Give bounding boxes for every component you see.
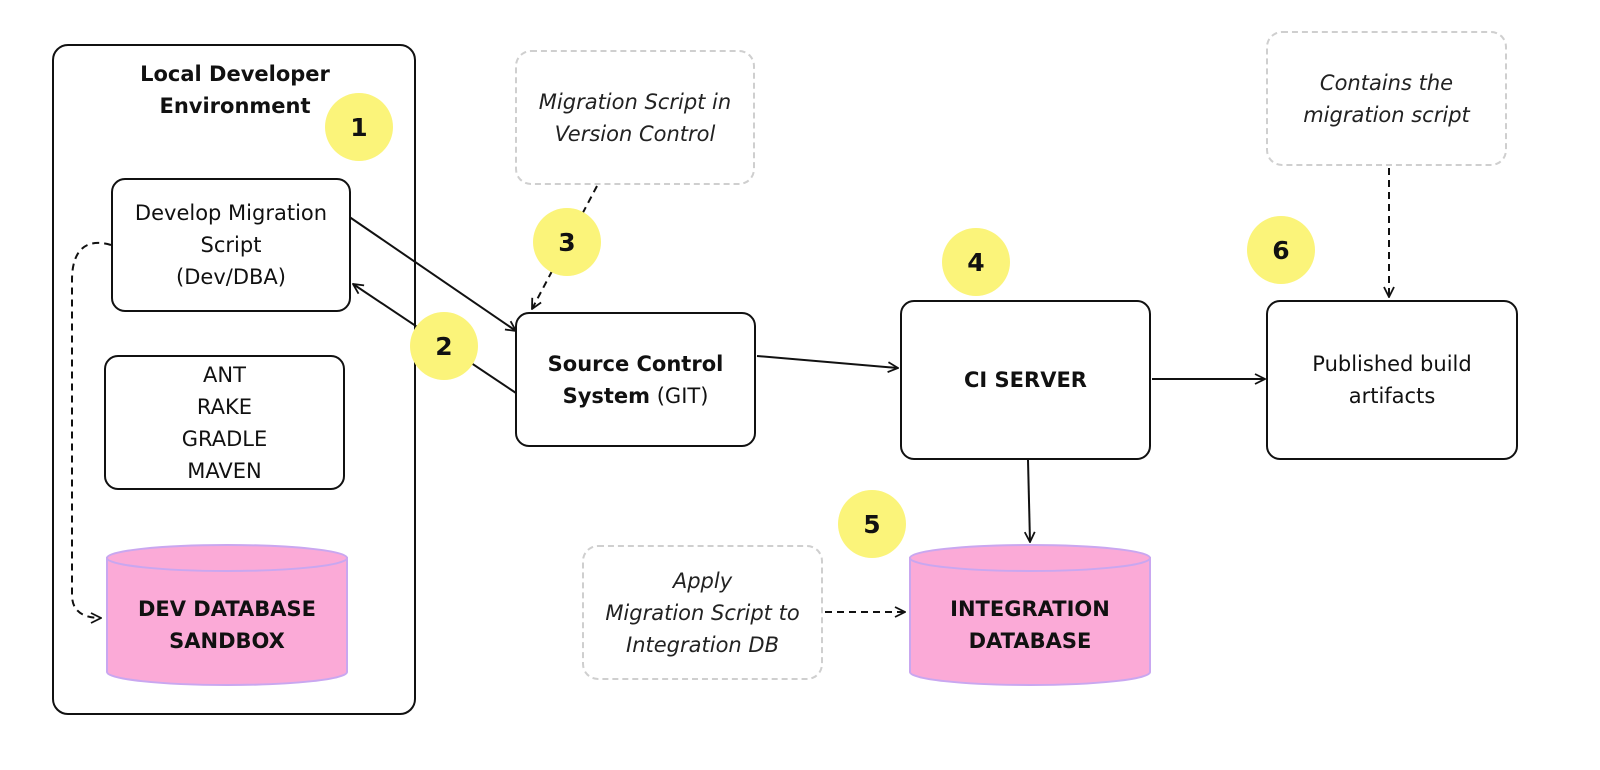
ci-server-node[interactable]: CI SERVER (900, 300, 1151, 460)
dev-db-line1: DEV DATABASE (137, 597, 317, 621)
step-badge-5: 5 (838, 490, 906, 558)
note-apply-migration: Apply Migration Script to Integration DB (582, 545, 823, 680)
note-contains-line2: migration script (1303, 102, 1470, 127)
step-badge-1: 1 (325, 93, 393, 161)
dev-database-label[interactable]: DEV DATABASE SANDBOX (107, 575, 347, 675)
develop-line3: (Dev/DBA) (176, 265, 286, 289)
env-title-line2: Environment (159, 94, 311, 118)
source-control-line2: System (GIT) (563, 380, 709, 412)
arrow-source-control-to-ci (756, 355, 898, 368)
note-apply-line1: Apply (672, 568, 733, 593)
local-developer-environment-title: Local Developer Environment (100, 58, 370, 122)
build-tools-node[interactable]: ANT RAKE GRADLE MAVEN (104, 355, 345, 490)
integration-db-line2: DATABASE (968, 629, 1092, 653)
tool-item-ant: ANT (203, 362, 246, 387)
published-build-artifacts-node[interactable]: Published build artifacts (1266, 300, 1518, 460)
env-title-line1: Local Developer (140, 62, 330, 86)
source-control-system-word: System (562, 383, 651, 408)
step-badge-2: 2 (410, 312, 478, 380)
tool-item-rake: RAKE (196, 394, 253, 419)
note-version-control: Migration Script in Version Control (515, 50, 755, 185)
note-vc-line1: Migration Script in (538, 89, 732, 114)
develop-line2: Script (200, 233, 262, 257)
note-apply-line3: Integration DB (626, 632, 779, 657)
step-badge-3: 3 (533, 208, 601, 276)
note-apply-line2: Migration Script to (605, 600, 800, 625)
note-contains-line1: Contains the (1319, 70, 1454, 95)
source-control-git: (GIT) (650, 383, 709, 408)
dev-database-cylinder (106, 544, 348, 686)
integration-database-cylinder (909, 544, 1151, 686)
arrow-develop-to-source-control (347, 215, 516, 331)
note-contains-migration-script: Contains the migration script (1266, 31, 1507, 166)
ci-server-label: CI SERVER (964, 368, 1087, 392)
local-developer-environment-panel (52, 44, 416, 715)
artifacts-line1: Published build (1312, 352, 1472, 376)
source-control-line1: Source Control (547, 351, 724, 376)
tool-item-gradle: GRADLE (181, 426, 268, 451)
dashed-arrow-develop-to-dev-db (71, 241, 112, 618)
source-control-system-node[interactable]: Source Control System (GIT) (515, 312, 756, 447)
step-badge-4: 4 (942, 228, 1010, 296)
artifacts-line2: artifacts (1348, 384, 1436, 408)
integration-database-label[interactable]: INTEGRATION DATABASE (910, 575, 1150, 675)
integration-db-line1: INTEGRATION (950, 597, 1110, 621)
develop-line1: Develop Migration (134, 201, 328, 225)
step-badge-6: 6 (1247, 216, 1315, 284)
arrow-ci-to-integration-db (1028, 459, 1030, 542)
tool-item-maven: MAVEN (187, 458, 262, 483)
dev-db-line2: SANDBOX (169, 629, 285, 653)
develop-migration-script-node[interactable]: Develop Migration Script (Dev/DBA) (111, 178, 351, 312)
note-vc-line2: Version Control (554, 121, 716, 146)
